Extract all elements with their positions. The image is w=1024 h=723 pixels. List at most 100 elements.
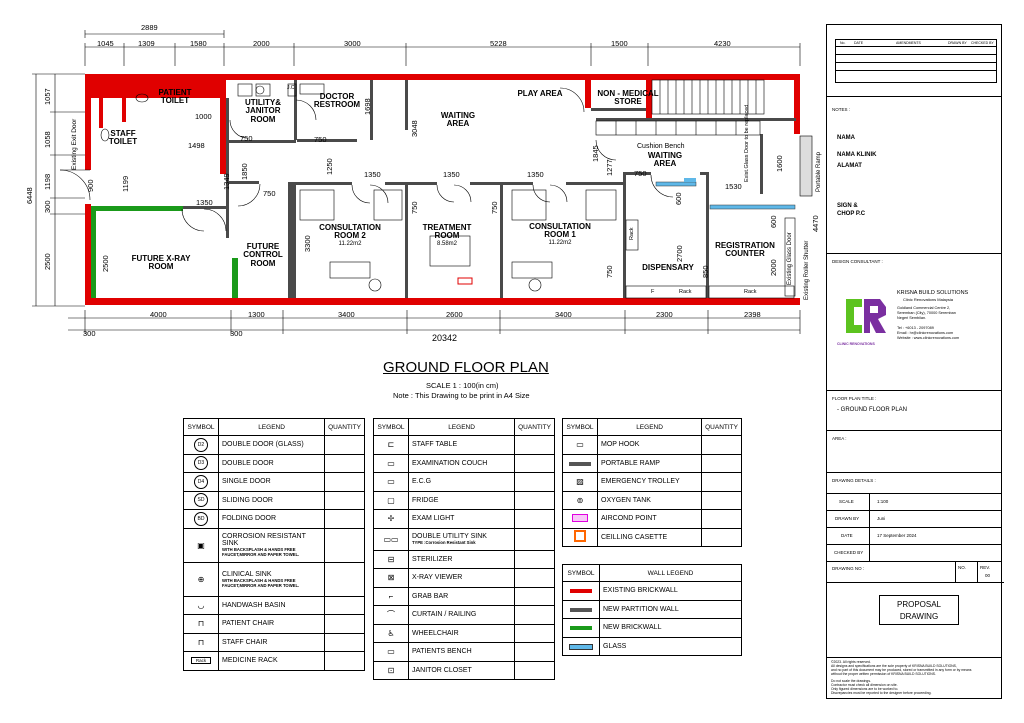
wall-legend-table: SYMBOL WALL LEGEND EXISTING BRICKWALL NE…	[562, 564, 742, 656]
floor-plan-title-label: FLOOR PLAN TITLE :	[832, 396, 877, 401]
medicine-rack-icon: Rack	[190, 657, 212, 665]
dim-bottom-total: 20342	[432, 333, 458, 343]
dim-inner: 1498	[188, 141, 205, 150]
aircond-point-icon	[562, 509, 598, 529]
dim-left-2: 1058	[43, 131, 52, 148]
ecg-icon: ▭	[373, 472, 409, 492]
revision-header: AMENDMENTS	[896, 41, 921, 45]
legend-item: STAFF TABLE	[407, 435, 516, 455]
dim-inner: 3048	[410, 120, 419, 137]
dim-top-total: 2889	[141, 23, 158, 32]
dim-left-4: 300	[43, 200, 52, 213]
dim-inner: 2000	[769, 259, 778, 276]
rev-label: REV.	[980, 565, 991, 570]
floor-plan-drawing	[32, 30, 813, 334]
clinical-sink-icon: ⊕	[197, 574, 205, 584]
revision-header: No.	[840, 41, 846, 45]
copyright-text: Discrepancies must be reported to the de…	[831, 691, 932, 695]
door-symbol-icon: SD	[194, 493, 208, 508]
new-brickwall-swatch	[570, 626, 592, 631]
legend-item: EXAMINATION COUCH	[407, 453, 516, 473]
dim-top-6: 5228	[490, 39, 507, 48]
legend-item: PATIENTS BENCH	[407, 642, 516, 662]
legend-header: SYMBOL	[183, 418, 219, 436]
legend-item: OXYGEN TANK	[596, 490, 703, 510]
copyright-text: Contractor must check all dimension on s…	[831, 683, 898, 687]
patient-chair-icon: ⊓	[197, 619, 205, 629]
company-address: Negeri Sembilan.	[897, 316, 927, 320]
ceiling-cassette-icon	[562, 527, 598, 547]
legend-item: CURTAIN / RAILING	[407, 605, 516, 625]
dim-left-total: 6448	[25, 187, 34, 204]
legend-item: E.C.G	[407, 472, 516, 492]
nama-klinik-label: NAMA KLINIK	[837, 152, 877, 158]
legend-item: HANDWASH BASIN	[217, 595, 326, 615]
proposal-drawing-stamp: PROPOSAL DRAWING	[879, 595, 959, 625]
door-swings	[59, 87, 674, 232]
dim-inner: 750	[240, 134, 253, 143]
page-title: GROUND FLOOR PLAN	[383, 359, 549, 376]
copyright-text: without the proper written permission of…	[831, 672, 936, 676]
janitor-closet-icon: ⊡	[373, 660, 409, 680]
floor-plan-title-section: FLOOR PLAN TITLE : - GROUND FLOOR PLAN	[827, 391, 1001, 431]
nama-label: NAMA	[837, 135, 855, 141]
portable-ramp-icon	[562, 453, 598, 473]
exam-light-icon: ✢	[373, 509, 409, 529]
date-value: 17 September 2024	[877, 533, 917, 538]
logo-text: CLINIC RENOVATIONS	[837, 342, 875, 346]
curtain-icon: ⌒	[373, 605, 409, 625]
dim-bottom-small-1: 300	[83, 329, 96, 338]
dim-bottom-3: 3400	[338, 310, 355, 319]
sign-label: SIGN &	[837, 203, 858, 209]
patients-bench-icon: ▭	[373, 642, 409, 662]
glass-walls	[655, 181, 796, 210]
fridge-icon: ▢	[373, 490, 409, 510]
room-waiting-area-2: WAITING AREA	[647, 151, 683, 169]
legend-header: SYMBOL	[373, 418, 409, 436]
dim-bottom-5: 3400	[555, 310, 572, 319]
furniture	[100, 83, 813, 299]
xray-viewer-icon: ⊠	[373, 568, 409, 588]
dim-top-1: 1045	[97, 39, 114, 48]
legend-item: FRIDGE	[407, 490, 516, 510]
label-rack: Rack	[679, 289, 692, 295]
drawing-note: Note : This Drawing to be print in A4 Si…	[393, 391, 530, 400]
scale-value: 1:100	[877, 499, 889, 504]
room-doctor-restroom: DOCTOR RESTROOM	[313, 92, 361, 110]
legend-item: DOUBLE DOOR (GLASS)	[217, 435, 326, 455]
dim-bottom-2: 1300	[248, 310, 265, 319]
legend-item: PATIENT CHAIR	[217, 614, 326, 634]
legend-item: JANITOR CLOSET	[407, 660, 516, 680]
label-fridge: F	[651, 289, 655, 295]
dim-bottom-small-2: 300	[230, 329, 243, 338]
company-address: Seremban (City), 70000 Seremban	[897, 311, 956, 315]
rev-value: 00	[985, 573, 991, 578]
dim-top-7: 1500	[611, 39, 628, 48]
room-future-control: FUTURE CONTROL ROOM	[243, 242, 283, 268]
dim-inner: 750	[314, 135, 327, 144]
drawn-by-label: DRAWN BY	[835, 516, 860, 521]
dim-inner: 1000	[195, 112, 212, 121]
area-label: AREA :	[832, 436, 847, 441]
no-label: NO.	[958, 565, 967, 570]
drawing-details-label: DRAWING DETAILS :	[832, 478, 876, 483]
dim-inner: 1530	[725, 182, 742, 191]
dim-inner: 1350	[196, 198, 213, 207]
dim-bottom-1: 4000	[150, 310, 167, 319]
sterilizer-icon: ⊟	[373, 549, 409, 569]
legend-header: QUANTITY	[514, 418, 555, 436]
label-portable-ramp: Portable Ramp	[816, 151, 822, 192]
legend-item: MEDICINE RACK	[217, 651, 326, 671]
dim-inner: 600	[769, 215, 778, 228]
revision-header: DATE	[854, 41, 864, 45]
legend-header: LEGEND	[407, 418, 516, 436]
label-existing-exit-door: Existing Exit Door	[71, 118, 78, 170]
dim-inner: 850	[701, 265, 710, 278]
drawn-by-value: Juni	[877, 516, 886, 521]
copyright-text: and no part of this document may be prod…	[831, 668, 972, 672]
legend-item: DOUBLE DOOR	[217, 453, 326, 473]
dim-inner: 900	[86, 179, 95, 192]
